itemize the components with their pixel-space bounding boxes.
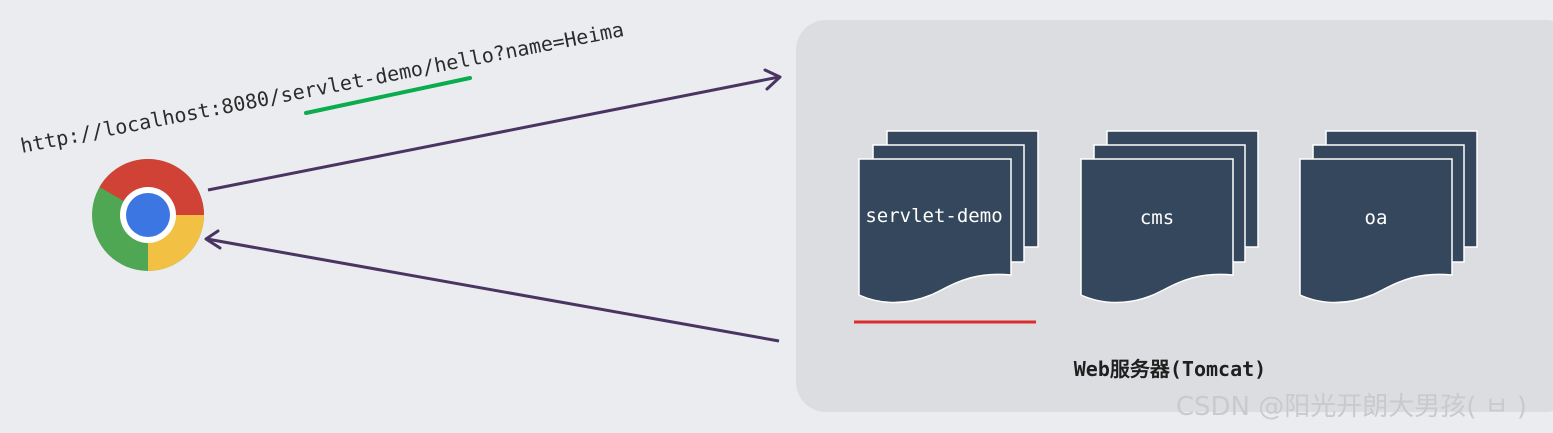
app-label: servlet-demo <box>865 205 1002 227</box>
csdn-watermark: CSDN @阳光开朗大男孩( ㅂ ) <box>1176 392 1527 422</box>
request-url: http://localhost:8080/servlet-demo/hello… <box>18 17 625 158</box>
response-arrow <box>204 229 780 343</box>
app-oa: oa <box>1299 130 1478 304</box>
app-servlet-demo: servlet-demo <box>858 130 1039 304</box>
chrome-icon <box>92 158 204 271</box>
app-label: cms <box>1140 207 1174 229</box>
request-url-group: http://localhost:8080/servlet-demo/hello… <box>18 17 625 158</box>
app-label: oa <box>1365 207 1388 229</box>
app-cms: cms <box>1080 130 1259 304</box>
url-path-highlight <box>304 76 472 115</box>
server-label: Web服务器(Tomcat) <box>1074 357 1266 381</box>
request-arrow <box>207 68 782 192</box>
